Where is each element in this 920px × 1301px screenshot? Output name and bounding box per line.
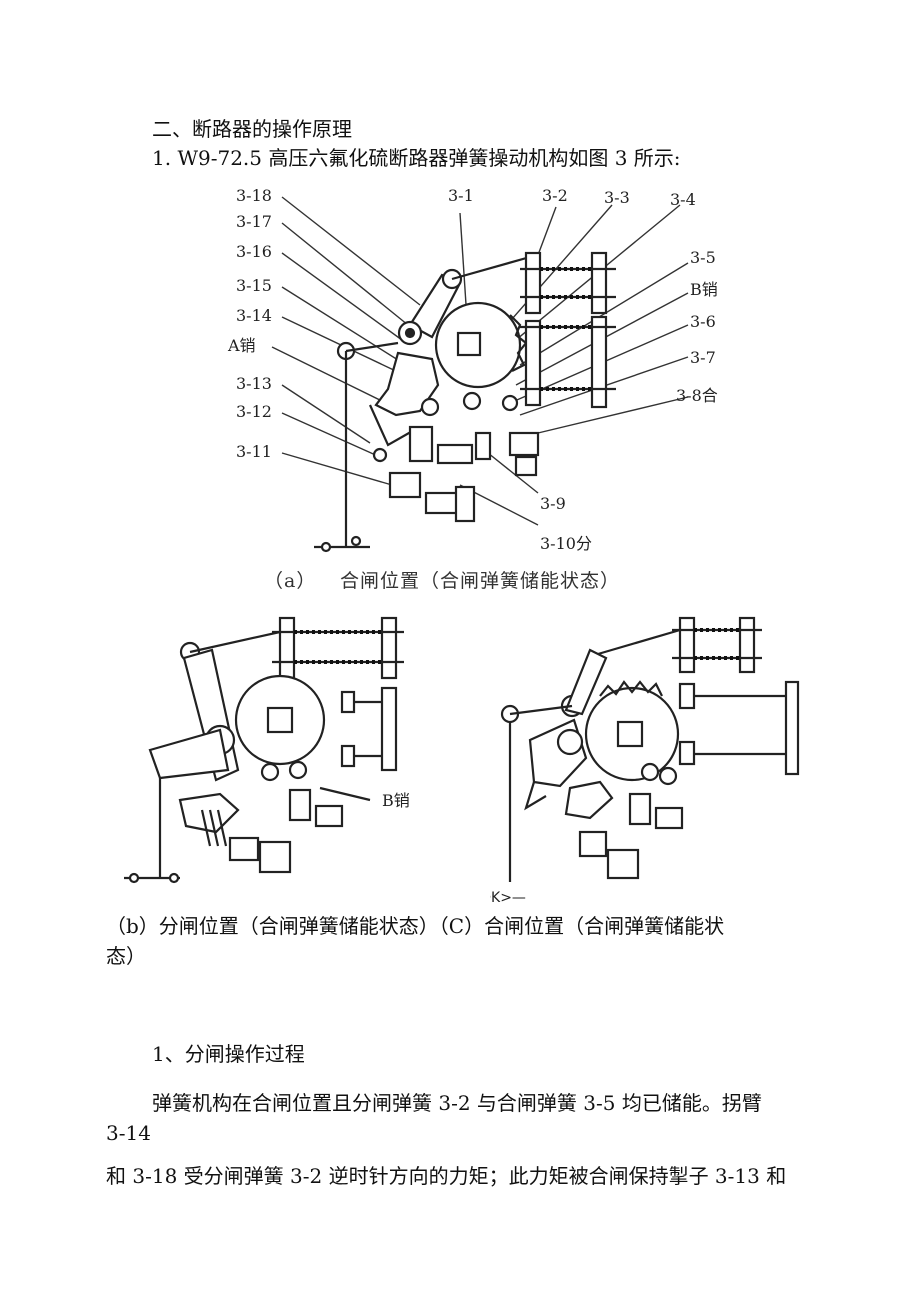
label-b-pin: B销: [690, 280, 718, 299]
figure-b-drawing: B销: [124, 616, 410, 884]
figure-a-drawing: 3-18 3-17 3-16 3-15 3-14 A销 3-13 3-12 3-…: [227, 186, 718, 592]
label-3-17: 3-17: [236, 212, 272, 231]
label-3-3: 3-3: [604, 188, 630, 207]
label-3-9: 3-9: [540, 494, 566, 513]
figure-c: OK>—: [490, 610, 820, 910]
caption-bc-line1: （b）分闸位置（合闸弹簧储能状态）（C）合闸位置（合闸弹簧储能状: [106, 914, 725, 938]
caption-bc-line2: 态）: [106, 944, 146, 968]
label-3-15: 3-15: [236, 276, 272, 295]
paragraph-2-line-1: 和 3-18 受分闸弹簧 3-2 逆时针方向的力矩；此力矩被合闸保持掣子 3-1…: [106, 1164, 787, 1188]
intro-line: 1. W9-72.5 高压六氟化硫断路器弹簧操动机构如图 3 所示:: [152, 146, 681, 170]
figure-a: 3-18 3-17 3-16 3-15 3-14 A销 3-13 3-12 3-…: [220, 175, 720, 600]
figure-c-drawing: OK>—: [490, 616, 800, 906]
label-3-13: 3-13: [236, 374, 272, 393]
heading: 二、断路器的操作原理: [152, 117, 352, 141]
label-3-2: 3-2: [542, 186, 568, 205]
label-3-14: 3-14: [236, 306, 272, 325]
label-3-10-open: 3-10分: [540, 534, 592, 553]
label-3-18: 3-18: [236, 186, 272, 205]
figure-c-ok-label: OK>—: [490, 890, 526, 906]
label-3-1: 3-1: [448, 186, 474, 205]
label-3-4: 3-4: [670, 190, 696, 209]
caption-a-mark: （a）: [264, 570, 316, 592]
paragraph-1-line-1: 弹簧机构在合闸位置且分闸弹簧 3-2 与合闸弹簧 3-5 均已储能。拐臂: [152, 1091, 762, 1115]
figure-b-b-pin-label: B销: [382, 791, 410, 810]
label-3-12: 3-12: [236, 402, 272, 421]
label-3-16: 3-16: [236, 242, 272, 261]
label-a-pin: A销: [227, 336, 256, 355]
paragraph-1-line-2: 3-14: [106, 1121, 151, 1145]
label-3-8-close: 3-8合: [676, 386, 718, 405]
section-title: 1、分闸操作过程: [152, 1042, 305, 1066]
caption-a-text: 合闸位置（合闸弹簧储能状态）: [340, 570, 620, 592]
figure-b: B销: [120, 610, 440, 900]
label-3-5: 3-5: [690, 248, 716, 267]
label-3-7: 3-7: [690, 348, 716, 367]
label-3-6: 3-6: [690, 312, 716, 331]
label-3-11: 3-11: [236, 442, 272, 461]
